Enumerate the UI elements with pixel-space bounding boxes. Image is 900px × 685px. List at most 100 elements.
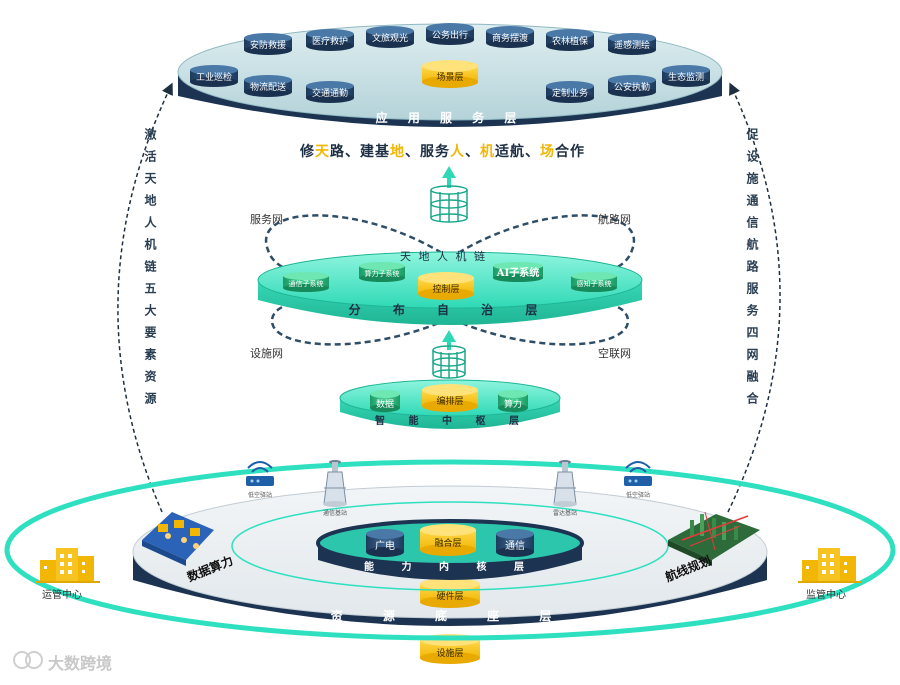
scene-layer-cylinder: 场景层 xyxy=(422,60,478,88)
scene-cylinder: 公务出行 xyxy=(426,23,474,45)
data-cylinder: 数据 xyxy=(370,390,400,412)
scene-cylinder: 安防救援 xyxy=(244,33,292,55)
scene-cylinder-label: 医疗救护 xyxy=(312,35,348,47)
radio-tower-left-icon xyxy=(323,460,347,507)
right-vertical-caption: 促设施通信航路服务四网融合 xyxy=(745,128,759,414)
base-layer: 设施层 资 源 底 座 层 硬件层 能 力 内 核 层 xyxy=(4,459,896,664)
route-network-label: 航路网 xyxy=(598,213,631,226)
tower-right-label: 雷达基站 xyxy=(553,510,578,517)
subsystem-label: 感知子系统 xyxy=(577,279,612,288)
slogan-highlight: 天 xyxy=(315,144,330,160)
data-compute-station-icon xyxy=(142,512,214,566)
telecom-label: 通信 xyxy=(505,540,525,552)
hub-data-label: 数据 xyxy=(376,398,394,410)
scene-cylinder: 定制业务 xyxy=(546,81,594,103)
hub-band-label: 智 能 中 枢 层 xyxy=(375,414,529,427)
distributed-band-label: 分 布 自 治 层 xyxy=(349,302,552,317)
right-promotion-arrow xyxy=(727,82,781,513)
distributed-title: 天 地 人 机 链 xyxy=(400,250,487,263)
left-vertical-caption: 激活天地人机链五大要素资源 xyxy=(143,128,157,414)
slogan-highlight: 人 xyxy=(450,144,465,160)
upper-cage-icon xyxy=(430,166,468,223)
slogan-highlight: 机 xyxy=(480,144,495,160)
scene-cylinder-label: 安防救援 xyxy=(250,39,286,51)
slogan-text: 修 xyxy=(300,144,315,160)
route-network-loop xyxy=(449,214,636,279)
watermark-text: 大数跨境 xyxy=(48,654,113,673)
scene-cylinder: 公安执勤 xyxy=(608,75,656,97)
scene-cylinder: 医疗救护 xyxy=(306,29,354,51)
scene-cylinder-label: 定制业务 xyxy=(552,87,588,99)
router-left-label: 低空驿站 xyxy=(248,492,273,499)
base-band-label: 资 源 底 座 层 xyxy=(331,608,570,623)
scene-cylinder: 遥感测绘 xyxy=(608,33,656,55)
hub-compute-label: 算力 xyxy=(504,398,522,410)
subsystem-label: 通信子系统 xyxy=(289,279,324,288)
slogan-text: 路、建基 xyxy=(330,144,390,160)
router-right-label: 低空驿站 xyxy=(626,492,651,499)
operations-center-label: 运管中心 xyxy=(42,590,82,601)
telecom-cylinder: 通信 xyxy=(496,529,534,557)
scene-cylinder-label: 公安执勤 xyxy=(614,81,650,93)
scene-cylinder: 商务摆渡 xyxy=(486,26,534,48)
facility-label: 设施层 xyxy=(436,647,463,659)
subsystem-cylinder: 通信子系统 xyxy=(283,272,329,292)
airlink-network-label: 空联网 xyxy=(598,347,631,360)
scene-cylinder-label: 物流配送 xyxy=(250,81,286,93)
supervision-center-label: 监管中心 xyxy=(806,590,846,601)
fusion-cylinder: 融合层 xyxy=(420,524,476,556)
broadcast-cylinder: 广电 xyxy=(366,529,404,557)
scene-cylinder-label: 生态监测 xyxy=(668,71,704,83)
operations-center-building-icon xyxy=(36,548,100,583)
slogan-text: 、服务 xyxy=(405,144,450,160)
orchestration-cylinder: 编排层 xyxy=(422,384,478,412)
hub-layer: 智 能 中 枢 层 数据 编排层 算力 xyxy=(339,379,561,429)
scene-cylinder-label: 公务出行 xyxy=(432,29,468,41)
subsystem-cylinder: AI子系统 xyxy=(493,262,543,282)
left-activation-arrow xyxy=(117,82,173,513)
scene-cylinder: 工业巡检 xyxy=(190,65,238,87)
lower-cage-icon xyxy=(432,330,466,379)
subsystem-label: 算力子系统 xyxy=(365,269,400,278)
scene-cylinder: 文旅观光 xyxy=(366,26,414,48)
service-network-loop xyxy=(264,214,451,279)
hardware-cylinder: 硬件层 xyxy=(420,578,480,608)
core-band-label: 能 力 内 核 层 xyxy=(364,560,536,573)
hardware-label: 硬件层 xyxy=(436,590,463,602)
tower-left-label: 通信基站 xyxy=(323,510,348,517)
subsystem-label: AI子系统 xyxy=(496,266,539,279)
scene-cylinder: 物流配送 xyxy=(244,75,292,97)
scene-cylinder: 交通通勤 xyxy=(306,81,354,103)
slogan-text: 合作 xyxy=(555,144,585,160)
subsystem-cylinder: 算力子系统 xyxy=(359,262,405,282)
scene-layer-label: 场景层 xyxy=(436,72,463,83)
radio-tower-right-icon xyxy=(553,460,577,507)
facility-network-label: 设施网 xyxy=(250,347,283,360)
scene-cylinder-label: 文旅观光 xyxy=(372,32,408,44)
scene-cylinder-label: 交通通勤 xyxy=(312,87,348,99)
orchestration-label: 编排层 xyxy=(436,395,463,407)
scene-cylinder-label: 商务摆渡 xyxy=(492,32,528,44)
supervision-center-building-icon xyxy=(798,548,862,583)
control-layer-cylinder: 控制层 xyxy=(418,272,474,300)
scene-cylinders: 安防救援 医疗救护 文旅观光 公务出行 商务摆渡 农林植保 遥感测绘工业巡检物流配送交通通勤… xyxy=(190,23,710,103)
router-right-icon xyxy=(624,461,652,486)
application-layer: 应 用 服 务 层 安防救援 医疗救护 文旅观光 公务出行 商务摆渡 农林植保 遥感测绘工业… xyxy=(177,23,723,127)
slogan-highlight: 地 xyxy=(390,144,405,160)
subsystem-cylinder: 感知子系统 xyxy=(571,272,617,292)
app-layer-band-label: 应 用 服 务 层 xyxy=(376,110,525,125)
broadcast-label: 广电 xyxy=(375,539,395,552)
scene-cylinder: 农林植保 xyxy=(546,29,594,51)
scene-cylinder: 生态监测 xyxy=(662,65,710,87)
slogan: 修天路、建基地、服务人、机适航、场合作 xyxy=(300,141,585,161)
watermark-logo-icon xyxy=(13,651,43,669)
scene-cylinder-label: 工业巡检 xyxy=(196,71,232,83)
fusion-label: 融合层 xyxy=(434,537,461,549)
scene-cylinder-label: 农林植保 xyxy=(552,35,588,47)
compute-cylinder: 算力 xyxy=(498,390,528,412)
route-planning-city-icon xyxy=(668,511,760,566)
